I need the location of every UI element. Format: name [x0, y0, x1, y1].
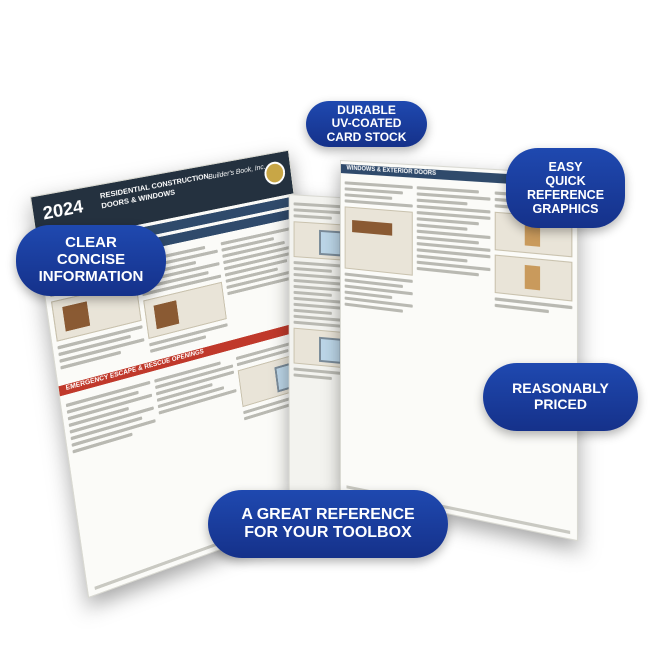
- callout-great-reference: A GREAT REFERENCE FOR YOUR TOOLBOX: [208, 490, 448, 558]
- callout-clear-info-text: CLEAR CONCISE INFORMATION: [39, 235, 144, 285]
- callout-clear-info: CLEAR CONCISE INFORMATION: [16, 225, 166, 296]
- callout-reasonably-priced: REASONABLY PRICED: [483, 363, 638, 431]
- publisher-name: Builder's Book, Inc.: [208, 163, 266, 181]
- chart-year: 2024: [42, 197, 85, 225]
- framing-clip-illustration-2: [494, 254, 572, 301]
- callout-uv-coated-text: DURABLE UV-COATED CARD STOCK: [327, 104, 407, 144]
- callout-uv-coated: DURABLE UV-COATED CARD STOCK: [306, 101, 427, 147]
- publisher-seal-icon: [263, 160, 286, 186]
- chart-title: RESIDENTIAL CONSTRUCTION DOORS & WINDOWS: [99, 169, 225, 212]
- callout-reasonably-priced-text: REASONABLY PRICED: [512, 381, 609, 412]
- callout-easy-reference-text: EASY QUICK REFERENCE GRAPHICS: [527, 160, 604, 216]
- callout-great-reference-text: A GREAT REFERENCE FOR YOUR TOOLBOX: [241, 506, 414, 542]
- callout-easy-reference: EASY QUICK REFERENCE GRAPHICS: [506, 148, 625, 228]
- egress-window-illustration: [345, 206, 413, 275]
